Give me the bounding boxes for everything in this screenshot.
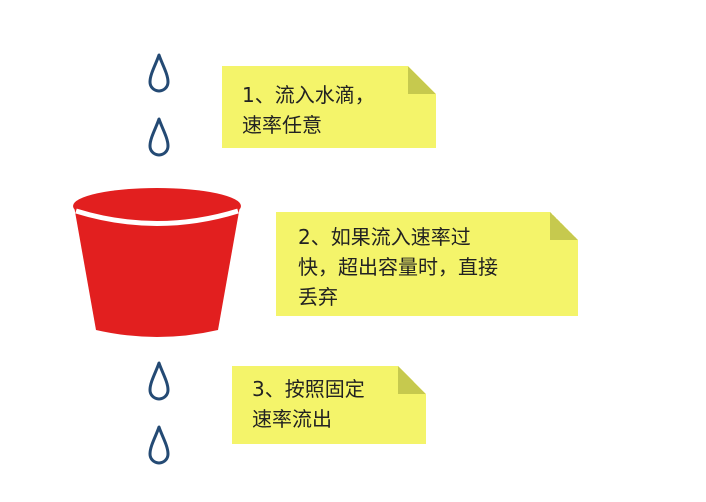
note-overflow-text: 2、如果流入速率过 快，超出容量时，直接 丢弃 bbox=[298, 225, 498, 309]
note-overflow: 2、如果流入速率过 快，超出容量时，直接 丢弃 bbox=[276, 212, 578, 316]
note-inflow-text: 1、流入水滴， 速率任意 bbox=[242, 83, 375, 137]
water-drop-icon bbox=[148, 425, 170, 465]
note-inflow: 1、流入水滴， 速率任意 bbox=[222, 66, 436, 148]
note-corner-fold bbox=[550, 212, 578, 240]
note-outflow: 3、按照固定 速率流出 bbox=[232, 366, 426, 444]
water-drop-icon bbox=[148, 361, 170, 401]
note-outflow-text: 3、按照固定 速率流出 bbox=[252, 377, 365, 431]
water-drop-icon bbox=[148, 53, 170, 93]
bucket-icon bbox=[73, 188, 241, 337]
water-drop-icon bbox=[148, 117, 170, 157]
